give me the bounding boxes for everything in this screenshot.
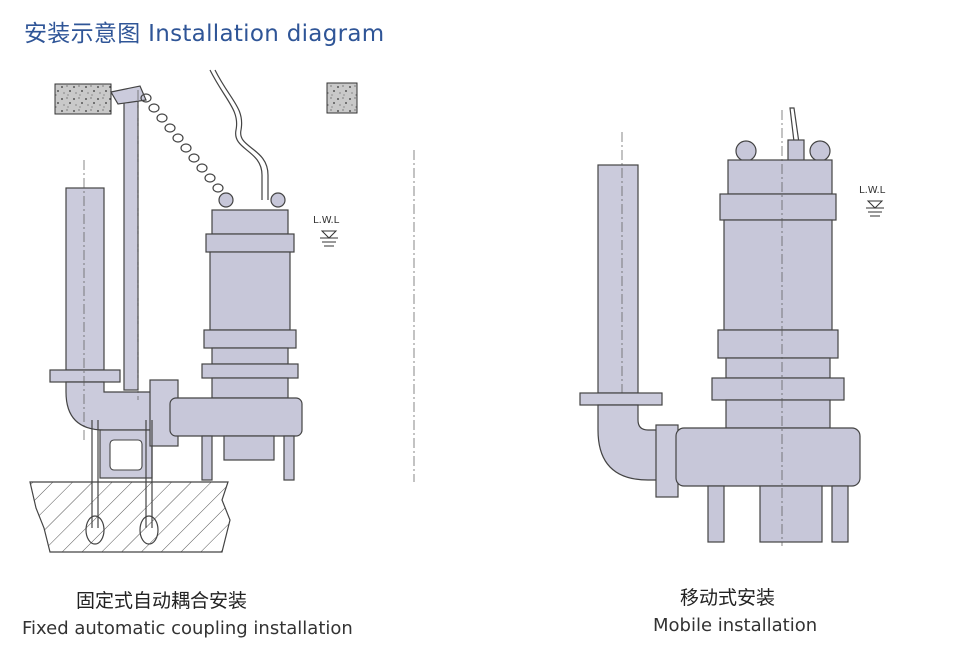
guide-rail: [123, 89, 139, 391]
rail-bracket: [110, 85, 147, 105]
discharge-hose: [597, 164, 639, 394]
mobile-caption-en: Mobile installation: [653, 615, 818, 636]
power-cable: [209, 69, 263, 200]
discharge-flange: [579, 392, 663, 406]
fixed-installation-figure: [29, 69, 415, 553]
fixed-caption-en: Fixed automatic coupling installation: [22, 618, 353, 639]
lifting-chain: [140, 93, 224, 193]
page-title: 安装示意图 Installation diagram: [24, 21, 385, 47]
pump-stand-2: [759, 485, 823, 543]
elbow-flange: [655, 424, 679, 498]
pump-top-cap-2: [727, 159, 833, 195]
concrete-block-top: [54, 83, 112, 115]
lwl-water-level-symbol-2: [866, 200, 884, 217]
concrete-block-small: [326, 82, 358, 114]
discharge-elbow: [597, 404, 661, 481]
pipe-flange: [49, 369, 121, 383]
lwl-label: L.W.L: [313, 215, 340, 226]
lwl-label-2: L.W.L: [859, 185, 886, 196]
pump-stand: [223, 435, 275, 461]
pump-top-cap: [211, 209, 289, 235]
pump-volute-2: [675, 427, 861, 487]
lifting-eye-right: [270, 192, 286, 208]
pump-volute: [169, 397, 303, 437]
pipe-elbow: [65, 381, 153, 431]
lifting-eye-left-2: [735, 140, 757, 162]
lifting-eye-left: [218, 192, 234, 208]
pump-motor-2: [723, 219, 833, 331]
lwl-water-level-symbol: [320, 230, 338, 247]
mobile-installation-figure: [579, 107, 884, 546]
fixed-caption-cn: 固定式自动耦合安装: [76, 590, 248, 612]
lifting-eye-right-2: [809, 140, 831, 162]
pump-motor: [209, 251, 291, 331]
discharge-pipe: [65, 187, 105, 371]
foundation: [29, 481, 231, 553]
anchor-bolts: [85, 420, 159, 545]
mobile-caption-cn: 移动式安装: [680, 587, 776, 609]
